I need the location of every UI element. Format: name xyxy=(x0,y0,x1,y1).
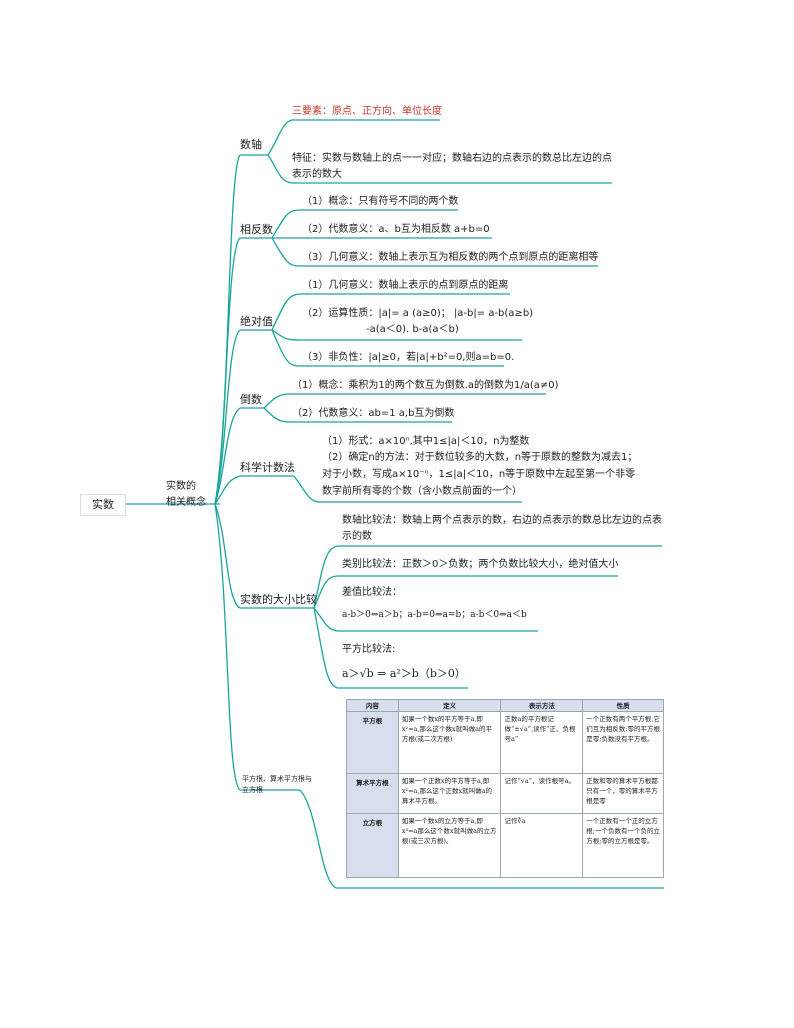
topic-opposite: 相反数 xyxy=(240,223,273,236)
topic-absolute: 绝对值 xyxy=(240,315,273,328)
compare-square-formula: a＞√b ⇒ a²＞b（b＞0） xyxy=(342,667,466,680)
table-header-cell: 表示方法 xyxy=(500,699,584,712)
connector-feature xyxy=(267,154,612,184)
compare-square-title: 平方比较法: xyxy=(342,644,396,655)
connector-three-elements xyxy=(267,119,440,156)
scientific-line-2: （2）确定n的方法：对于数位较多的大数，n等于原数的整数为减去1； xyxy=(322,452,638,463)
branch-label-line1: 实数的 xyxy=(166,481,196,492)
topic-compare: 实数的大小比较 xyxy=(240,593,317,606)
row-heading: 算术平方根 xyxy=(346,773,399,814)
connector-roots xyxy=(214,503,241,791)
connector-abs-3 xyxy=(271,329,504,367)
absolute-item-1: （1）几何意义：数轴上表示的点到原点的距离 xyxy=(302,280,509,291)
absolute-item-3: （3）非负性：|a|≥0，若|a|+b²=0,则a=b=0. xyxy=(302,352,515,363)
compare-category-method: 类别比较法：正数＞0＞负数；两个负数比较大小，绝对值大小 xyxy=(342,559,619,570)
scientific-line-3: 对于小数，写成a×10⁻ⁿ，1≤|a|＜10，n等于原数中左起至第一个非零 xyxy=(322,469,636,480)
connector-opp-3 xyxy=(271,237,598,267)
table-row: 算术平方根 如果一个正数x的平方等于a,即x²=a,那么这个正数x就叫做a的算术… xyxy=(346,773,664,814)
connector-rec-1 xyxy=(263,393,546,409)
connector-absolute xyxy=(214,329,241,505)
connector-abs-2 xyxy=(271,329,522,341)
opposite-item-3: （3）几何意义：数轴上表示互为相反数的两个点到原点的距离相等 xyxy=(302,252,599,263)
connector-reciprocal xyxy=(214,407,241,505)
table-row: 平方根 如果一个数x的平方等于a,即x²=a,那么这个数x就叫做a的平方根(或二… xyxy=(346,711,664,774)
connector-opposite xyxy=(214,237,241,505)
table-header-cell: 性质 xyxy=(582,699,664,712)
reciprocal-item-2: （2）代数意义：ab=1 a,b互为倒数 xyxy=(292,408,455,419)
connector-abs-1 xyxy=(271,293,510,331)
connector-opp-1 xyxy=(271,209,458,239)
topic-roots: 平方根、算术平方根与立方根 xyxy=(242,775,312,794)
roots-table: 内容 定义 表示方法 性质 平方根 如果一个数x的平方等于a,即x²=a,那么这… xyxy=(346,699,664,878)
table-cell-property: 一个正数有两个平方根,它们互为相反数;零的平方根是零;负数没有平方根。 xyxy=(582,711,664,774)
reciprocal-item-1: （1）概念：乘积为1的两个数互为倒数.a的倒数为1/a(a≠0) xyxy=(292,380,559,391)
connector-number-line xyxy=(214,154,241,505)
table-header-row: 内容 定义 表示方法 性质 xyxy=(346,699,664,712)
table-cell-property: 一个正数有一个正的立方根;一个负数有一个负的立方根;零的立方根是零。 xyxy=(582,813,664,878)
table-cell-property: 正数和零的算术平方根都只有一个，零的算术平方根是零 xyxy=(582,773,664,814)
connector-scientific xyxy=(214,475,241,505)
compare-difference-title: 差值比较法： xyxy=(342,587,402,598)
connector-cmp-3 xyxy=(313,607,538,632)
topic-number-line: 数轴 xyxy=(240,138,262,151)
connector-sci xyxy=(293,475,522,503)
number-line-feature: 特征：实数与数轴上的点一一对应；数轴右边的点表示的数总比左边的点表示的数大 xyxy=(292,153,612,180)
table-cell-notation: 正数a的平方根记做“±√a”,读作“正、负根号a” xyxy=(500,711,584,774)
absolute-item-2-line2: -a(a＜0). b-a(a＜b) xyxy=(366,324,459,335)
three-elements-text: 三要素：原点、正方向、单位长度 xyxy=(292,106,442,117)
root-node: 实数 xyxy=(80,494,126,516)
compare-difference-formula: a-b＞0⇔a＞b；a-b=0⇔a=b；a-b＜0⇔a＜b xyxy=(342,610,527,620)
table-cell-definition: 如果一个数x的立方等于a,即x³=a那么这个数x就叫做a的立方根(或三次方根)。 xyxy=(397,813,502,878)
table-cell-definition: 如果一个数x的平方等于a,即x²=a,那么这个数x就叫做a的平方根(或二次方根) xyxy=(397,711,502,774)
table-cell-notation: 记作“√a”，读作根号a。 xyxy=(500,773,584,814)
table-cell-definition: 如果一个正数x的平方等于a,即x²=a,那么这个正数x就叫做a的算术平方根。 xyxy=(397,773,502,814)
scientific-line-4: 数字前所有零的个数（含小数点前面的一个） xyxy=(322,486,522,497)
connector-cmp-4 xyxy=(313,607,468,689)
connector-cmp-2 xyxy=(313,575,618,609)
connector-compare xyxy=(214,503,241,609)
compare-number-line-method: 数轴比较法：数轴上两个点表示的数，右边的点表示的数总比左边的点表示的数 xyxy=(342,515,662,542)
opposite-item-2: （2）代数意义：a、b互为相反数 a+b=0 xyxy=(302,224,490,235)
table-header-cell: 内容 xyxy=(346,699,399,712)
topic-scientific: 科学计数法 xyxy=(240,461,295,474)
absolute-item-2-line1: （2）运算性质：|a|= a (a≥0)； |a-b|= a-b(a≥b) xyxy=(302,308,534,319)
table-header-cell: 定义 xyxy=(397,699,502,712)
table-row: 立方根 如果一个数x的立方等于a,即x³=a那么这个数x就叫做a的立方根(或三次… xyxy=(346,813,664,878)
topic-reciprocal: 倒数 xyxy=(240,393,262,406)
table-cell-notation: 记作∛a xyxy=(500,813,584,878)
opposite-item-1: （1）概念：只有符号不同的两个数 xyxy=(302,196,459,207)
row-heading: 立方根 xyxy=(346,813,399,878)
connector-cmp-1 xyxy=(313,545,662,609)
connector-roots-table xyxy=(299,789,664,889)
row-heading: 平方根 xyxy=(346,711,399,774)
scientific-line-1: （1）形式：a×10ⁿ,其中1≤|a|＜10，n为整数 xyxy=(322,436,530,447)
branch-label-line2: 相关概念 xyxy=(166,497,206,508)
connector-rec-2 xyxy=(263,407,452,423)
